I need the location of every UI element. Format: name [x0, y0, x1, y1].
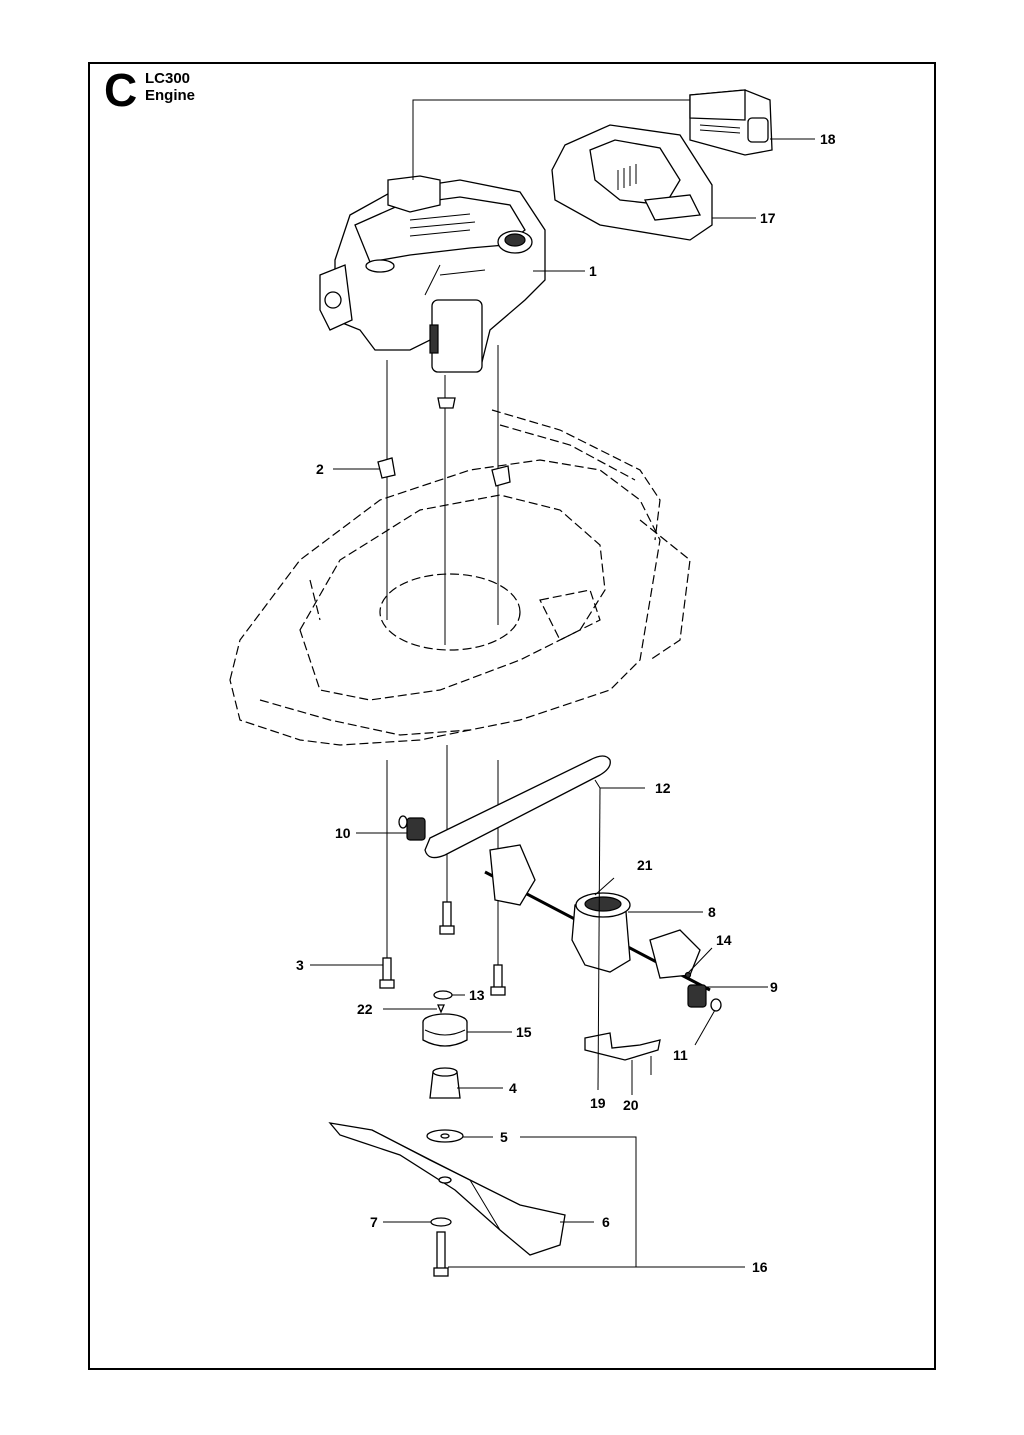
engine — [319, 175, 546, 373]
pinion-gears — [398, 815, 722, 1012]
gearbox — [484, 844, 711, 992]
callout-11: 11 — [673, 1047, 688, 1063]
callout-10: 10 — [335, 825, 351, 841]
cutting-blade — [328, 1122, 566, 1277]
callout-21: 21 — [637, 857, 653, 873]
callout-5: 5 — [500, 1129, 508, 1145]
callout-22: 22 — [357, 1001, 373, 1017]
callout-12: 12 — [655, 780, 671, 796]
callout-16: 16 — [752, 1259, 768, 1275]
battery-charger — [551, 124, 713, 241]
section-name: Engine — [145, 87, 196, 104]
leader-lines — [310, 99, 815, 1268]
model-name: LC300 — [145, 70, 191, 87]
callout-19: 19 — [590, 1095, 606, 1111]
callout-18: 18 — [820, 131, 836, 147]
callout-7: 7 — [370, 1214, 378, 1230]
callout-2: 2 — [316, 461, 324, 477]
engine-isolators — [377, 397, 511, 487]
callout-20: 20 — [623, 1097, 639, 1113]
callout-14: 14 — [716, 932, 732, 948]
callout-4: 4 — [509, 1080, 517, 1096]
callout-6: 6 — [602, 1214, 610, 1230]
callout-1: 1 — [589, 263, 597, 279]
blade-hub-stack — [422, 990, 468, 1143]
callout-13: 13 — [469, 987, 485, 1003]
callout-3: 3 — [296, 957, 304, 973]
callout-numbers: 18 17 1 2 12 10 21 8 14 3 9 13 22 15 11 … — [296, 131, 836, 1275]
section-letter: C — [104, 64, 138, 116]
callout-9: 9 — [770, 979, 778, 995]
callout-15: 15 — [516, 1024, 532, 1040]
drive-belt — [424, 755, 611, 859]
battery-pack — [689, 89, 773, 156]
gearbox-bracket — [584, 1032, 661, 1082]
bolts — [379, 901, 506, 996]
callout-8: 8 — [708, 904, 716, 920]
mower-deck — [229, 409, 691, 746]
title-block: LC300 Engine — [145, 70, 195, 104]
assembly-lines — [386, 345, 499, 965]
callout-17: 17 — [760, 210, 776, 226]
diagram-frame — [88, 62, 936, 1370]
